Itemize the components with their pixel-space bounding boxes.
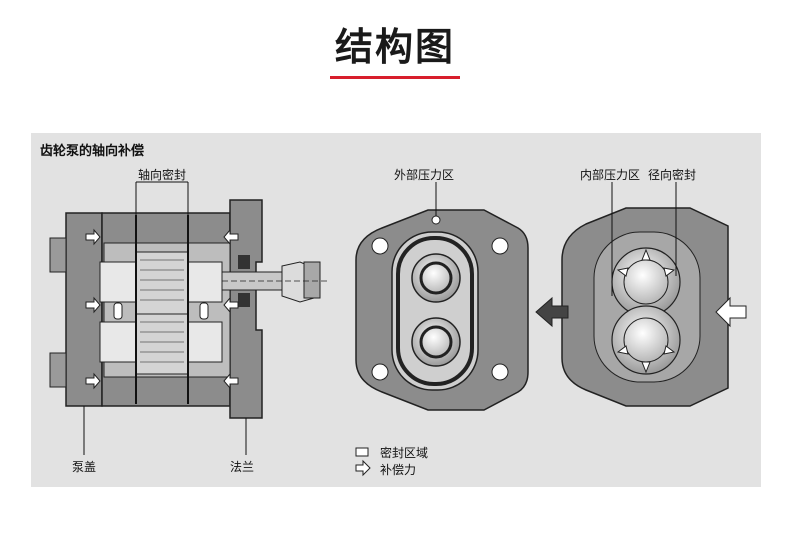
outer-pressure-view bbox=[355, 182, 529, 411]
compensation-force-icon bbox=[355, 459, 371, 477]
label-inner-zone: 内部压力区 bbox=[580, 168, 641, 182]
label-outer-zone: 外部压力区 bbox=[394, 168, 455, 182]
lower-gear-bore bbox=[411, 317, 461, 367]
inlet-arrow bbox=[715, 296, 747, 328]
inner-pressure-view bbox=[535, 182, 747, 407]
cover-bolt-bottom bbox=[49, 352, 67, 388]
label-axial-seal: 轴向密封 bbox=[138, 168, 187, 182]
cover-bolt-top bbox=[49, 237, 67, 273]
label-pump-cover: 泵盖 bbox=[72, 460, 97, 474]
side-section-view bbox=[49, 181, 330, 455]
label-flange: 法兰 bbox=[230, 460, 255, 474]
page-title: 结构图 bbox=[334, 25, 455, 69]
shaft-seal bbox=[238, 255, 250, 269]
drive-gear bbox=[135, 251, 189, 315]
lower-gear bbox=[611, 305, 681, 375]
outlet-arrow bbox=[535, 296, 569, 328]
legend-seal-area: 密封区域 bbox=[380, 446, 429, 460]
driven-gear bbox=[135, 313, 189, 375]
upper-gear-bore bbox=[411, 253, 461, 303]
label-radial-seal: 径向密封 bbox=[648, 168, 697, 182]
title-underline bbox=[330, 76, 460, 79]
bearing-block-right-top bbox=[187, 261, 223, 303]
bearing-block-left-bottom bbox=[99, 321, 137, 363]
bearing-block-right-bottom bbox=[187, 321, 223, 363]
panel-title: 齿轮泵的轴向补偿 bbox=[40, 144, 145, 159]
seal-area-swatch bbox=[355, 447, 369, 457]
bearing-block-left-top bbox=[99, 261, 137, 303]
flange-body bbox=[229, 199, 263, 419]
shaft-nut bbox=[303, 261, 321, 299]
legend-compensation-force: 补偿力 bbox=[380, 463, 417, 477]
